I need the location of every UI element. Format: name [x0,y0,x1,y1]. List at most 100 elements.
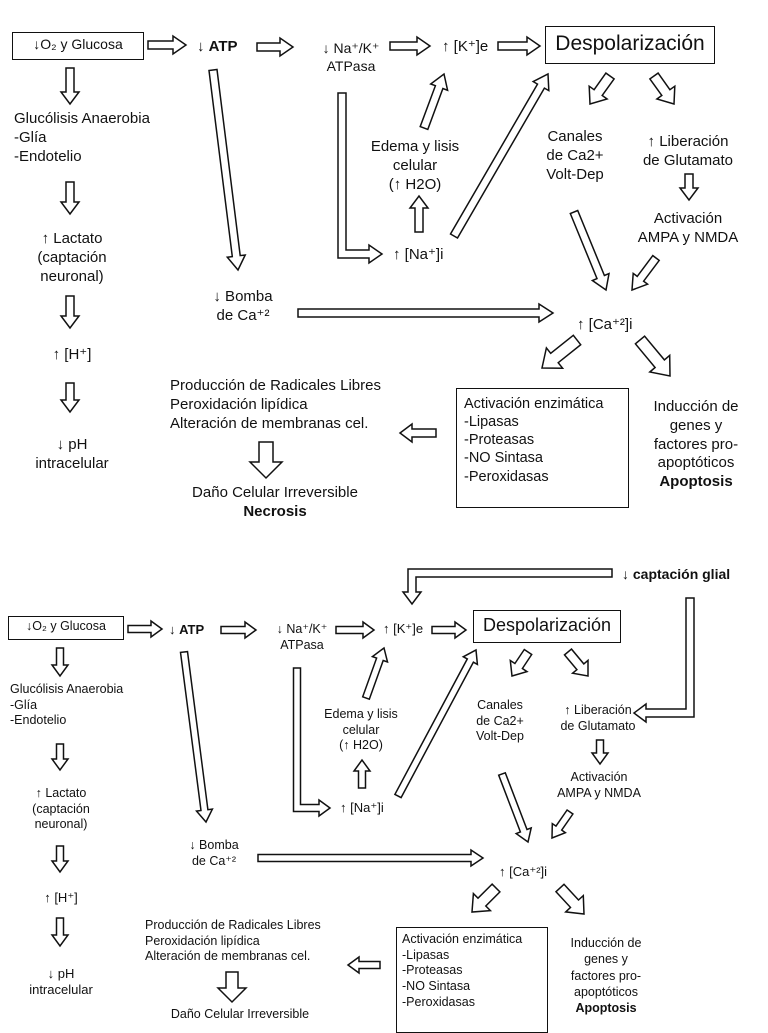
damage-line: Daño Celular Irreversible [192,484,358,501]
damage-label-2: Daño Celular Irreversible [145,1007,335,1023]
arrow-glial-k [401,568,613,606]
atp-text-2: ATP [179,622,205,637]
glycolysis2-line-3: -Endotelio [10,713,67,728]
arrow2-k-depol [431,620,468,640]
radicals2-line-2: Peroxidación lipídica [145,933,260,948]
channels2-line-3: Volt-Dep [476,729,524,744]
glycolysis-line-2: -Glía [14,128,47,146]
lactate-line-2: (captación [37,248,107,266]
k-extracellular-label: ↑ [K⁺]e [442,38,489,55]
na-intracellular-label-2: ↑ [Na⁺]i [340,800,384,815]
radicals-label: Producción de Radicales Libres Peroxidac… [170,377,381,433]
arrow2-h-ph [50,917,70,948]
apoptosis-genes-label-2: Inducción de genes y factores pro- apopt… [556,935,656,1016]
lactate2-line-1: ↑ Lactato [35,786,87,800]
lactate2-line-2: (captación [32,801,90,816]
ca-pump2-line-2: de Ca⁺² [191,853,237,868]
ph2-line-2: intracelular [29,982,93,998]
genes2-line-2: genes y [584,952,628,967]
arrow2-lactate-h [50,845,70,874]
glycolysis2-line-2: -Glía [10,697,38,712]
ca-pump-line-2: de Ca⁺² [216,306,270,324]
enzymes-line-2: -Lipasas [464,414,519,431]
arrow2-hypoxia-glycolysis [50,647,70,678]
edema-label-2: Edema y lisis celular (↑ H2O) [316,707,406,754]
ampa2-line-2: AMPA y NMDA [557,785,641,800]
hypoxia-box-2 [8,616,124,640]
ampa-line-1: Activación [653,210,723,227]
k-extracellular-label-2: ↑ [K⁺]e [383,621,424,636]
glutamate-line-2: de Glutamato [642,151,734,169]
arrow2-enzymes-radicals [346,955,381,975]
apoptosis-label-2: Apoptosis [575,1001,637,1015]
atp-label-2: ↓ ATP [169,622,204,638]
arrow-enzymes-radicals [398,422,437,444]
enzymes-label: Activación enzimática -Lipasas -Proteasa… [464,395,603,486]
arrow2-depol-glutamate [563,648,589,677]
ca-pump2-line-1: ↓ Bomba [189,838,239,852]
hypoxia-label: ↓O₂ y Glucosa [33,36,123,52]
arrow-ampa-ca [631,254,661,292]
na-intracellular-label: ↑ [Na⁺]i [393,246,444,263]
arrow-edema-k [419,72,449,131]
arrow2-ca-enzymes [471,883,501,913]
ph-line-1: ↓ pH [56,436,88,453]
enzymes-line-5: -Peroxidasas [464,468,549,485]
edema-line-2: celular [392,156,438,174]
ampa2-line-1: Activación [570,770,628,784]
glial-text: ↓ captación glial [622,566,731,582]
arrow-glutamate-ampa [678,173,700,202]
na-k-atpase-label-2: ↓ Na⁺/K⁺ ATPasa [262,622,342,653]
edema-label: Edema y lisis celular (↑ H2O) [360,138,470,194]
ca-channels-label: Canales de Ca2+ Volt-Dep [530,128,620,184]
arrow2-glutamate-ampa [590,739,610,766]
genes-line-3: factores pro- [653,435,739,453]
arrow2-pump-na [292,667,332,818]
atp-arrow-text: ↓ [197,38,209,55]
pump-line-1: ↓ Na⁺/K⁺ [322,40,380,56]
edema-line-3: (↑ H2O) [388,175,442,193]
arrow2-channels-ca [497,771,533,844]
channels-line-2: de Ca2+ [546,146,604,164]
ampa-line-2: AMPA y NMDA [637,228,739,246]
arrow2-radicals-damage [216,971,248,1004]
apoptosis-genes-label: Inducción de genes y factores pro- apopt… [636,398,756,492]
ca-pump-label-2: ↓ Bomba de Ca⁺² [172,838,256,869]
arrow-channels-ca [569,209,610,292]
glycolysis-label: Glucólisis Anaerobia -Glía -Endotelio [14,110,150,166]
arrow-glial-glutamate [632,597,695,724]
enzymes-label-2: Activación enzimática -Lipasas -Proteasa… [402,932,522,1010]
arrow2-hypoxia-atp [127,619,164,639]
arrow-pump-k [389,35,432,57]
radicals-line-1: Producción de Radicales Libres [170,377,381,394]
arrow-na-edema [408,194,430,233]
glutamate-line-1: ↑ Liberación [647,133,729,150]
glutamate-label: ↑ Liberación de Glutamato [628,133,748,171]
arrow-depol-channels [588,72,616,105]
arrow2-ca-apoptosis [554,883,585,915]
atp-label: ↓ ATP [197,38,238,57]
genes-line-2: genes y [669,416,723,434]
enzymes-line-3: -Proteasas [464,432,535,449]
enzymes2-line-3: -Proteasas [402,963,463,978]
enzymes2-line-1: Activación enzimática [402,932,523,946]
arrow-lactate-h [59,295,81,330]
damage2-line: Daño Celular Irreversible [170,1007,310,1021]
lactate-line-1: ↑ Lactato [41,230,103,247]
ph2-line-1: ↓ pH [47,966,75,981]
glycolysis2-line-1: Glucólisis Anaerobia [10,682,124,696]
lactate-label: ↑ Lactato (captación neuronal) [22,230,122,286]
hypoxia-box [12,32,144,60]
enzymes-line-4: -NO Sintasa [464,450,543,467]
genes-line-1: Inducción de [653,398,739,415]
arrow2-ampa-ca [551,808,574,840]
arrow-radicals-damage [248,441,284,480]
arrow-pump-na [337,92,384,265]
glutamate2-line-1: ↑ Liberación [564,703,632,717]
pump-line-2: ATPasa [326,57,376,74]
glial-uptake-label: ↓ captación glial [622,566,730,584]
arrow2-na-depol [393,648,479,799]
channels-line-3: Volt-Dep [546,165,604,183]
genes2-line-3: factores pro- [570,968,642,983]
